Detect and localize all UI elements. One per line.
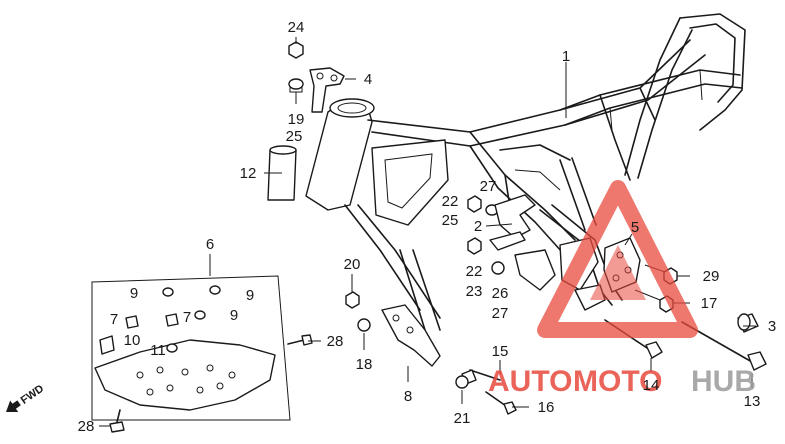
rubber-part-3 [737, 313, 759, 333]
callout-16: 16 [538, 399, 555, 416]
nut-part-22-upper [467, 195, 482, 213]
callout-14: 14 [643, 377, 660, 394]
callout-7-right: 7 [183, 309, 191, 326]
callout-29: 29 [703, 268, 720, 285]
callout-9-right: 9 [246, 287, 254, 304]
callout-9-left: 9 [130, 285, 138, 302]
callout-9-middle: 9 [230, 307, 238, 324]
callout-5: 5 [631, 219, 639, 236]
watermark: AUTO MOTO HUB [488, 180, 756, 398]
callout-13: 13 [744, 393, 761, 410]
callout-27-lower: 27 [492, 305, 509, 322]
arrow-left-icon [6, 400, 21, 412]
callout-26: 26 [492, 285, 509, 302]
collar-part-26 [491, 261, 505, 275]
callout-28-bottom: 28 [78, 418, 95, 435]
callout-25-lower: 25 [442, 212, 459, 229]
skid-plate-assembly [91, 275, 291, 421]
bolt-part-28-lower [109, 409, 125, 433]
callout-23: 23 [466, 283, 483, 300]
callout-2: 2 [474, 218, 482, 235]
fwd-marker: FWD [6, 383, 46, 412]
collar-part-21 [455, 375, 469, 389]
callout-20: 20 [344, 256, 361, 273]
collar-part-18 [357, 318, 371, 332]
callout-24: 24 [288, 19, 305, 36]
callout-18: 18 [356, 356, 373, 373]
bolt-part-16 [485, 391, 517, 415]
callout-15: 15 [492, 343, 509, 360]
callout-11: 11 [150, 342, 166, 359]
bracket-part-4 [309, 67, 345, 113]
callout-6: 6 [206, 236, 214, 253]
callout-19: 19 [288, 111, 305, 128]
callout-22-upper: 22 [442, 193, 459, 210]
watermark-text-auto: AUTO [488, 365, 572, 398]
nut-part-24 [288, 41, 304, 59]
callout-10: 10 [124, 332, 141, 349]
watermark-text-moto: MOTO [573, 365, 662, 398]
sleeve-part-12 [267, 145, 297, 201]
callout-3: 3 [768, 318, 776, 335]
callouts: 1 2 3 4 5 6 7 7 8 9 9 9 10 11 12 13 14 1… [78, 19, 777, 435]
callout-25-upper: 25 [286, 128, 303, 145]
callout-4: 4 [364, 71, 372, 88]
fwd-label: FWD [19, 383, 46, 407]
callout-1: 1 [562, 48, 570, 65]
nut-part-22-lower [467, 237, 482, 255]
bolt-part-28-upper [287, 334, 313, 346]
bracket-part-8 [381, 304, 441, 367]
callout-8: 8 [404, 388, 412, 405]
callout-17: 17 [701, 295, 718, 312]
main-frame [305, 13, 746, 331]
callout-21: 21 [454, 410, 471, 427]
callout-28-right: 28 [327, 333, 344, 350]
callout-7-left: 7 [110, 311, 118, 328]
watermark-text-hub: HUB [691, 365, 756, 398]
callout-12: 12 [240, 165, 257, 182]
bracket-part-2 [489, 194, 536, 251]
nut-part-20 [345, 291, 360, 309]
callout-22-lower: 22 [466, 263, 483, 280]
washer-part-19 [288, 78, 304, 93]
callout-27-upper: 27 [480, 178, 497, 195]
